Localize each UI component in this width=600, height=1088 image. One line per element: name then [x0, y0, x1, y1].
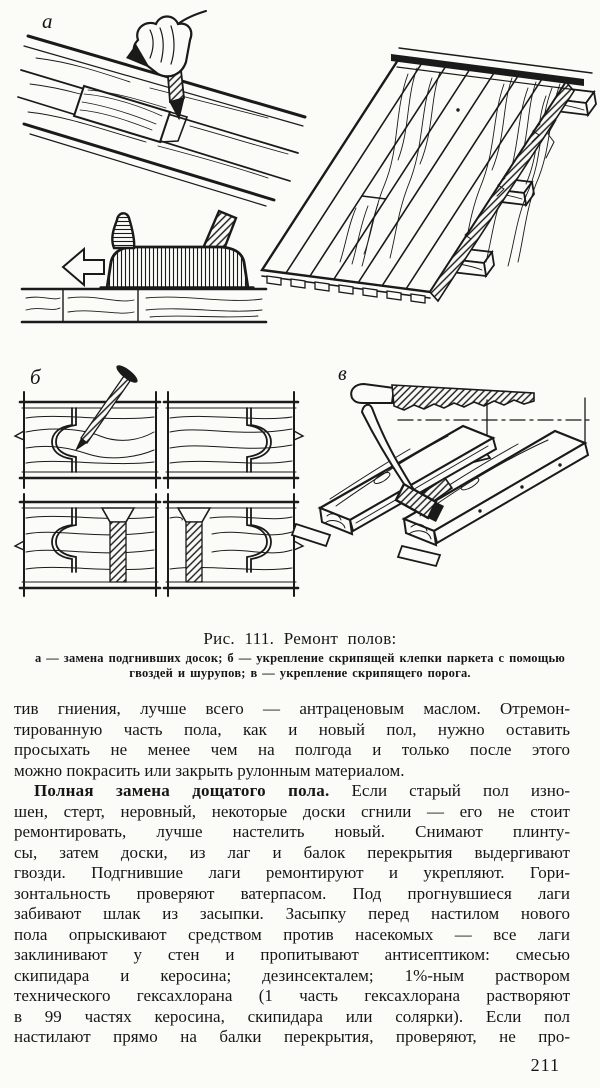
body-text-line: настилают прямо на балки перекрытия, про…	[14, 1027, 570, 1046]
paragraph-lead-bold: Полная замена дощатого пола.	[34, 781, 330, 800]
body-text-line: гвозди. Подгнившие лаги ремонтируют и ук…	[14, 863, 570, 882]
figure-top-illustrations: а	[17, 9, 597, 324]
body-text-line: просыхать не менее чем на полгода и толь…	[14, 740, 570, 759]
body-text-line: можно покрасить или закрыть рулонным мат…	[14, 760, 405, 780]
figure-label-b: б	[30, 365, 42, 389]
page-number: 211	[530, 1055, 560, 1075]
body-text-line: забивают шлак из засыпки. Засыпку перед …	[14, 904, 570, 923]
illustration-threshold-repair	[290, 382, 593, 568]
illustration-board-replacement	[17, 10, 307, 207]
figure-middle-illustrations: б в	[13, 363, 593, 597]
figure-caption-title: Рис. 111. Ремонт полов:	[203, 629, 397, 648]
figure-label-v: в	[338, 363, 347, 385]
body-text-line: Полная замена дощатого пола. Если старый…	[34, 781, 570, 800]
body-text-line: шен, стерт, неровный, некоторые доски сг…	[14, 801, 570, 821]
illustration-hand-plane	[20, 209, 268, 324]
body-text: тив гниения, лучше всего — антраценовым …	[14, 699, 570, 1048]
body-text-line: тив гниения, лучше всего — антраценовым …	[14, 699, 570, 718]
body-text-line: тированную часть пола, как и новый пол, …	[14, 719, 570, 739]
body-text-line: зонтальность проверяют ватерпасом. Под п…	[14, 883, 570, 903]
body-text-line: сы, затем доски, из лаг и балок перекрыт…	[14, 842, 570, 862]
figure-caption-line2: гвоздей и шурупов; в — укрепление скрипя…	[129, 666, 471, 680]
body-text-line: технического гексахлорана (1 часть гекса…	[14, 986, 570, 1005]
figure-label-a: а	[42, 9, 53, 33]
body-text-line: заклинивают у стен и пропитывают антисеп…	[14, 945, 570, 964]
body-text-line: в 99 частях керосина, скипидара или соля…	[14, 1006, 570, 1026]
illustration-parquet-fastening	[13, 365, 305, 597]
body-text-line: пола опрыскивают средством против насеко…	[14, 924, 570, 944]
body-text-line: ремонтировать, лучше настелить новый. Сн…	[14, 822, 570, 841]
illustration-floor-on-joists	[259, 47, 597, 304]
body-text-line: скипидара и керосина; дезинсекталем; 1%-…	[14, 965, 570, 985]
figure-caption-line1: а — замена подгнивших досок; б — укрепле…	[34, 651, 566, 665]
